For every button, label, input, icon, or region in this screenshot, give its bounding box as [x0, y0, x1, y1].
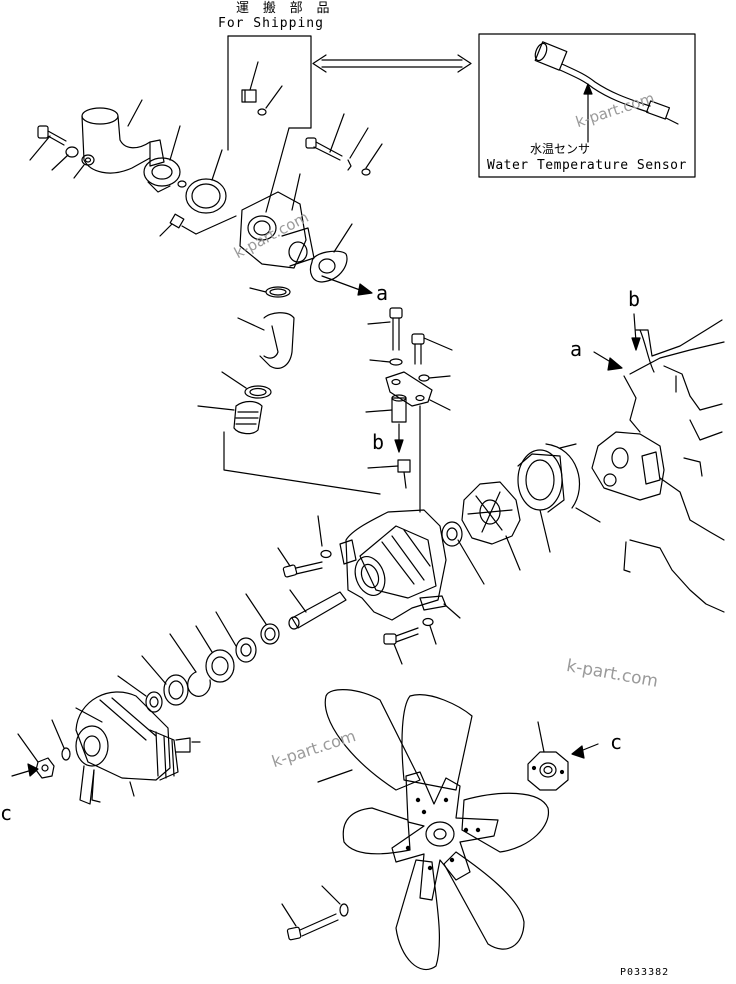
- seal-small-icon: [117, 675, 163, 713]
- o-ring-icon: [545, 443, 601, 523]
- bearing-icon: [195, 625, 235, 683]
- ref-a-center: a: [376, 281, 389, 305]
- sensor-box: [478, 33, 696, 178]
- ref-c-left: c: [0, 801, 13, 825]
- bracket-plate-icon: [385, 371, 451, 513]
- bearing-outer-icon: [141, 655, 189, 706]
- pump-bolt-small-icon: [277, 515, 332, 578]
- short-bolt-icon: [411, 333, 453, 365]
- stud-bolt-icon: [159, 213, 237, 237]
- long-bolt-icon: [367, 307, 403, 351]
- page-code: P033382: [620, 967, 670, 978]
- arrow-b-right-icon: [631, 313, 641, 351]
- thermostat-bolt-icon: [29, 125, 95, 179]
- hose-clamp-icon: [249, 286, 291, 298]
- for-shipping-box: [227, 35, 312, 213]
- corrugated-hose-icon: [197, 400, 381, 495]
- thermostat-icon: [143, 125, 187, 193]
- pump-shaft-icon: [288, 589, 347, 630]
- ref-a-engine: a: [570, 337, 583, 361]
- ref-b-engine: b: [628, 287, 641, 311]
- housing-bolts-icon: [305, 113, 383, 176]
- fan-spacer-icon: [527, 721, 569, 791]
- spacer-icon: [365, 394, 407, 453]
- hose-clamp-lower-icon: [221, 371, 272, 399]
- seal-ring-icon: [245, 593, 280, 645]
- sensor-title-jp: 水温センサ: [530, 142, 591, 156]
- thermostat-housing-icon: [239, 173, 315, 269]
- water-pump-body-icon: [339, 509, 461, 621]
- arrow-to-c-right-icon: [571, 743, 599, 759]
- arrow-to-a-icon: [321, 275, 373, 296]
- snap-ring-icon: [169, 633, 211, 697]
- ref-b-center: b: [372, 430, 385, 454]
- sensor-title: Water Temperature Sensor: [487, 158, 687, 173]
- ref-c-right: c: [610, 730, 623, 754]
- thermostat-gasket-icon: [185, 149, 227, 214]
- double-arrow-icon: [312, 54, 472, 73]
- outlet-gasket-icon: [309, 223, 353, 283]
- arrow-a-right-icon: [593, 351, 623, 371]
- for-shipping-title-jp: 運 搬 部 品: [236, 1, 333, 16]
- water-temperature-sensor-icon: [534, 41, 679, 143]
- washer-icon: [369, 358, 451, 382]
- arrow-to-c-left-icon: [11, 763, 39, 777]
- pulley-nut-icon: [17, 719, 71, 779]
- cooling-fan-icon: [317, 689, 549, 971]
- pump-cover-icon: [517, 449, 565, 553]
- water-hose-icon: [237, 312, 295, 369]
- impeller-seal-icon: [441, 521, 485, 585]
- shipping-plug-icon: [241, 61, 283, 116]
- engine-block-outline-icon: [591, 319, 725, 613]
- bearing-sleeve-icon: [215, 611, 257, 663]
- sensor-fitting-icon: [367, 459, 411, 489]
- water-outlet-elbow-icon: [81, 99, 165, 174]
- fan-bolt-icon: [281, 885, 349, 941]
- pump-bolt-lower-icon: [383, 617, 437, 665]
- fan-pulley-icon: [75, 691, 201, 805]
- impeller-icon: [461, 481, 521, 571]
- for-shipping-title: For Shipping: [218, 16, 324, 31]
